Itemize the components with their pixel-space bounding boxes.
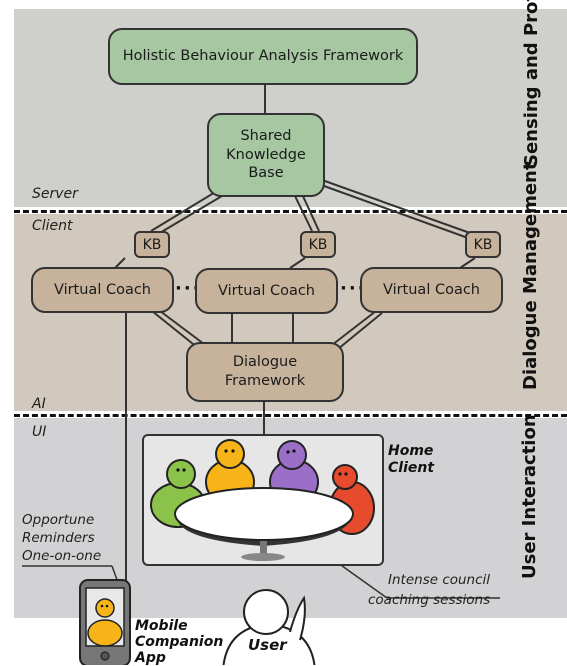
virtual-coach-label: Virtual Coach [217, 282, 316, 299]
ai-ui-divider [14, 414, 567, 417]
kb-box-3[interactable]: KB [465, 231, 501, 258]
home-client-label: Home Client [388, 443, 444, 477]
dialogue-framework-label: Dialogue Framework [224, 354, 306, 389]
ai-label: AI [32, 396, 46, 412]
home-client-text: Home Client [388, 443, 435, 476]
reminders-label: Reminders [22, 530, 95, 546]
virtual-coach-label: Virtual Coach [53, 281, 152, 298]
server-client-divider [14, 210, 567, 213]
mobile-companion-label: Mobile Companion App [135, 618, 223, 666]
ellipsis-1: ··· [175, 278, 202, 299]
mobile-label-line2: Companion [135, 634, 224, 651]
kb-label: KB [308, 236, 328, 253]
skb-label: Shared Knowledge Base [226, 127, 306, 182]
council-label-line2: coaching sessions [368, 592, 491, 608]
shared-knowledge-base-box[interactable]: Shared Knowledge Base [207, 113, 325, 197]
ellipsis-2: ··· [340, 278, 367, 299]
server-label: Server [32, 186, 78, 202]
dialogue-framework-box[interactable]: Dialogue Framework [186, 342, 344, 402]
user-label: User [248, 636, 287, 654]
hbaf-box[interactable]: Holistic Behaviour Analysis Framework [108, 28, 418, 85]
client-label: Client [32, 218, 73, 234]
mobile-label-line1: Mobile [135, 618, 188, 634]
virtual-coach-label: Virtual Coach [382, 281, 481, 298]
ui-label: UI [32, 424, 47, 440]
one-on-one-label: One-on-one [22, 548, 102, 564]
kb-box-1[interactable]: KB [134, 231, 170, 258]
opportune-label: Opportune [22, 512, 95, 528]
hbaf-label: Holistic Behaviour Analysis Framework [122, 48, 404, 65]
kb-box-2[interactable]: KB [300, 231, 336, 258]
council-label-line1: Intense council [388, 572, 491, 588]
mobile-label-line3: App [135, 650, 166, 666]
virtual-coach-3[interactable]: Virtual Coach [360, 267, 503, 313]
kb-label: KB [473, 236, 493, 253]
virtual-coach-1[interactable]: Virtual Coach [31, 267, 174, 313]
kb-label: KB [142, 236, 162, 253]
virtual-coach-2[interactable]: Virtual Coach [195, 268, 338, 314]
